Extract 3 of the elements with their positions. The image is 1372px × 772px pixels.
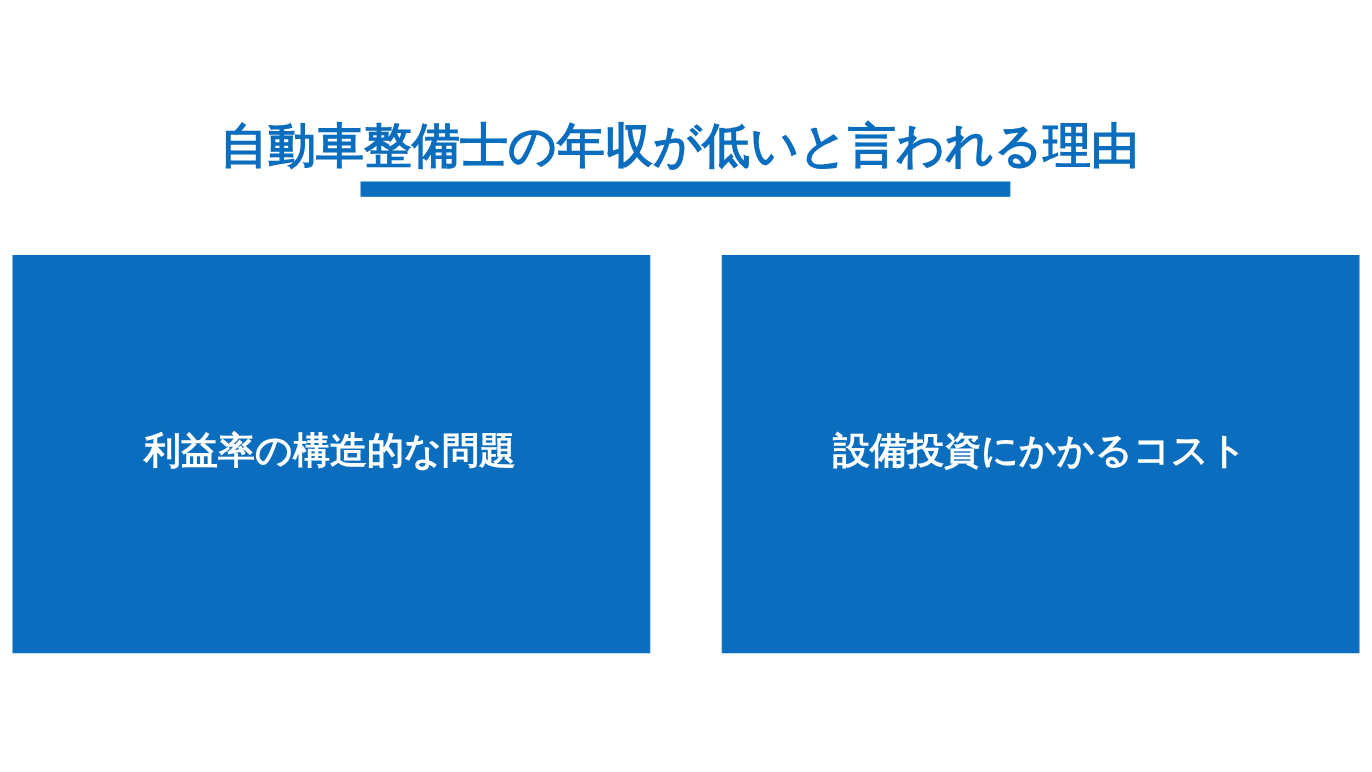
diagram-title: 自動車整備士の年収が低いと言われる理由 bbox=[220, 116, 1140, 173]
node-box: 設備投資にかかるコスト bbox=[721, 254, 1360, 653]
node-box: 利益率の構造的な問題 bbox=[12, 254, 651, 653]
